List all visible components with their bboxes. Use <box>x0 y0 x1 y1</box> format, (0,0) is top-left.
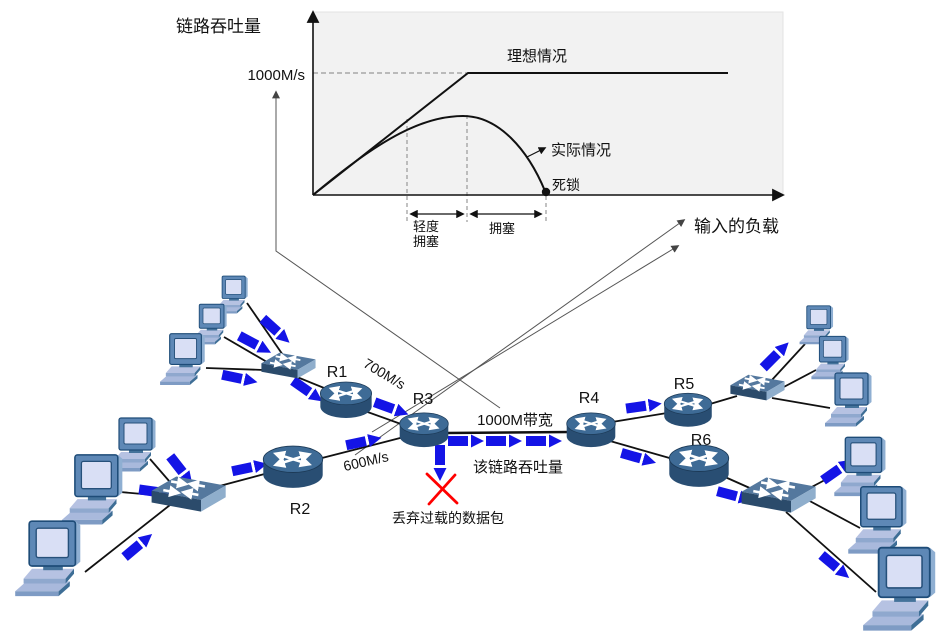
computer-icon <box>14 520 82 597</box>
deadlock-label: 死锁 <box>552 177 580 193</box>
router-label-r5: R5 <box>674 376 695 393</box>
packet-icon <box>620 448 654 466</box>
switch-icon-top-left <box>261 353 315 379</box>
router-icon-r5 <box>664 393 712 426</box>
network-nodes <box>14 275 937 632</box>
drop-cross-icon <box>425 472 459 506</box>
packet-icon <box>625 399 658 413</box>
bottleneck-link <box>445 430 571 435</box>
link-label-700: 700M/s <box>361 355 409 392</box>
y-axis-title: 链路吞吐量 <box>176 17 261 36</box>
ideal-curve-label: 理想情况 <box>507 48 567 65</box>
packet-icon <box>231 460 264 476</box>
link-label-1000m: 1000M带宽 <box>477 412 553 429</box>
y-max-tick-label: 1000M/s <box>247 67 305 84</box>
throughput-leader-arrow <box>272 90 501 409</box>
actual-curve-callout-arrow <box>526 147 547 158</box>
router-label-r4: R4 <box>579 390 600 407</box>
switch-icon-bottom-left <box>152 477 226 512</box>
packet-icon <box>221 370 254 386</box>
router-icon-r1 <box>320 382 371 418</box>
switch-icon-bottom-right <box>742 478 816 513</box>
computer-icon <box>847 486 908 555</box>
packet-icon <box>526 436 558 446</box>
dropped-packet-icon <box>435 445 445 477</box>
light-congestion-label-line1: 轻度 <box>413 219 439 234</box>
packet-icon <box>237 331 270 355</box>
network-links <box>84 302 877 593</box>
packet-icon <box>448 436 480 446</box>
dropped-packets-annotation: 丢弃过载的数据包 <box>392 510 504 526</box>
chart-plot-area <box>312 11 784 196</box>
router-label-r1: R1 <box>327 364 348 381</box>
deadlock-point <box>541 187 551 197</box>
router-label-r2: R2 <box>290 501 311 518</box>
router-icon-r3 <box>400 413 449 447</box>
actual-curve <box>312 114 546 196</box>
packet-icon <box>121 533 152 561</box>
throughput-chart: 链路吞吐量 1000M/s 理想情况 实际情况 死锁 轻度 拥塞 拥塞 输入的负… <box>176 10 785 249</box>
link-throughput-annotation: 该链路吞吐量 <box>473 459 563 476</box>
router-label-r3: R3 <box>413 391 434 408</box>
packet-icon <box>486 436 518 446</box>
actual-curve-label: 实际情况 <box>551 142 611 159</box>
congestion-label: 拥塞 <box>489 221 515 236</box>
link-label-600: 600M/s <box>342 448 390 474</box>
switch-icon-top-right <box>730 375 784 401</box>
router-label-r6: R6 <box>691 432 712 449</box>
router-icon-r4 <box>567 413 616 447</box>
light-congestion-label-line2: 拥塞 <box>413 234 439 249</box>
input-load-arrow-2 <box>371 245 680 433</box>
packet-icon <box>259 315 289 344</box>
computer-icon <box>824 372 873 428</box>
router-icon-r6 <box>669 445 728 487</box>
x-axis-title: 输入的负载 <box>694 217 779 236</box>
computer-icon <box>159 333 206 386</box>
router-icon-r2 <box>263 446 322 488</box>
packets <box>121 315 852 579</box>
computer-icon <box>61 454 124 526</box>
